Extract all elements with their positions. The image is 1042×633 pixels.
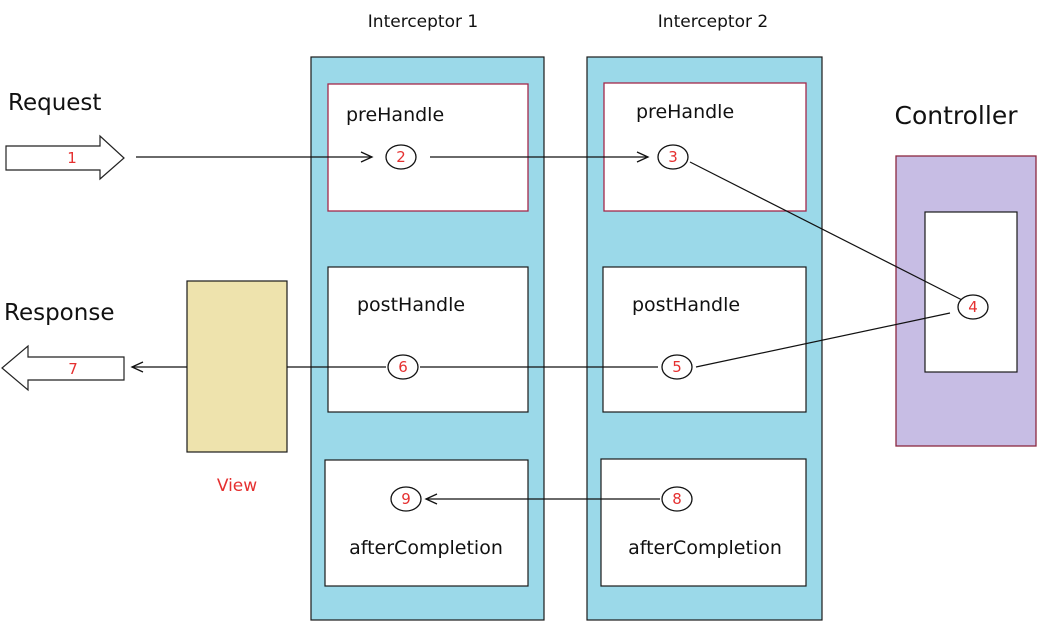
interceptor1-aftercompletion-label: afterCompletion bbox=[349, 537, 503, 559]
step-8-circle bbox=[661, 486, 693, 512]
flow-3-to-4 bbox=[689, 161, 963, 301]
view-label: View bbox=[217, 476, 257, 496]
response-label: Response bbox=[4, 300, 114, 326]
interceptor2-posthandle-label: postHandle bbox=[632, 294, 740, 316]
response-arrow-shape bbox=[1, 344, 125, 392]
step-5-circle bbox=[661, 354, 693, 380]
step-2-label: 2 bbox=[396, 148, 406, 166]
interceptor2-aftercompletion-box bbox=[600, 458, 807, 587]
step-9-circle bbox=[390, 486, 422, 512]
controller-inner-box bbox=[924, 211, 1018, 373]
controller-title: Controller bbox=[895, 101, 1019, 130]
interceptor2-title: Interceptor 2 bbox=[658, 12, 768, 32]
view-box bbox=[186, 280, 288, 453]
step-6-circle bbox=[387, 354, 419, 380]
step-1-label: 1 bbox=[67, 149, 77, 167]
interceptor2-posthandle-box bbox=[602, 266, 807, 413]
step-9-label: 9 bbox=[401, 490, 411, 508]
step-4-label: 4 bbox=[968, 298, 978, 316]
interceptor1-posthandle-box bbox=[327, 266, 529, 413]
request-arrow-shape bbox=[5, 134, 125, 181]
interceptor1-title: Interceptor 1 bbox=[368, 12, 478, 32]
interceptor1-aftercompletion-box bbox=[324, 459, 529, 587]
step-2-circle bbox=[385, 144, 417, 170]
flow-4-to-5 bbox=[695, 312, 951, 368]
request-label: Request bbox=[8, 90, 101, 116]
step-3-circle bbox=[657, 144, 689, 170]
step-3-label: 3 bbox=[668, 148, 678, 166]
step-6-label: 6 bbox=[398, 358, 408, 376]
step-8-label: 8 bbox=[672, 490, 682, 508]
interceptor1-posthandle-label: postHandle bbox=[357, 294, 465, 316]
interceptor1-prehandle-box bbox=[327, 83, 529, 212]
interceptor2-prehandle-label: preHandle bbox=[636, 101, 734, 123]
step-4-circle bbox=[957, 294, 989, 320]
step-7-label: 7 bbox=[68, 360, 78, 378]
interceptor2-prehandle-box bbox=[603, 82, 807, 212]
step-5-label: 5 bbox=[672, 358, 682, 376]
interceptor2-aftercompletion-label: afterCompletion bbox=[628, 537, 782, 559]
interceptor1-prehandle-label: preHandle bbox=[346, 104, 444, 126]
